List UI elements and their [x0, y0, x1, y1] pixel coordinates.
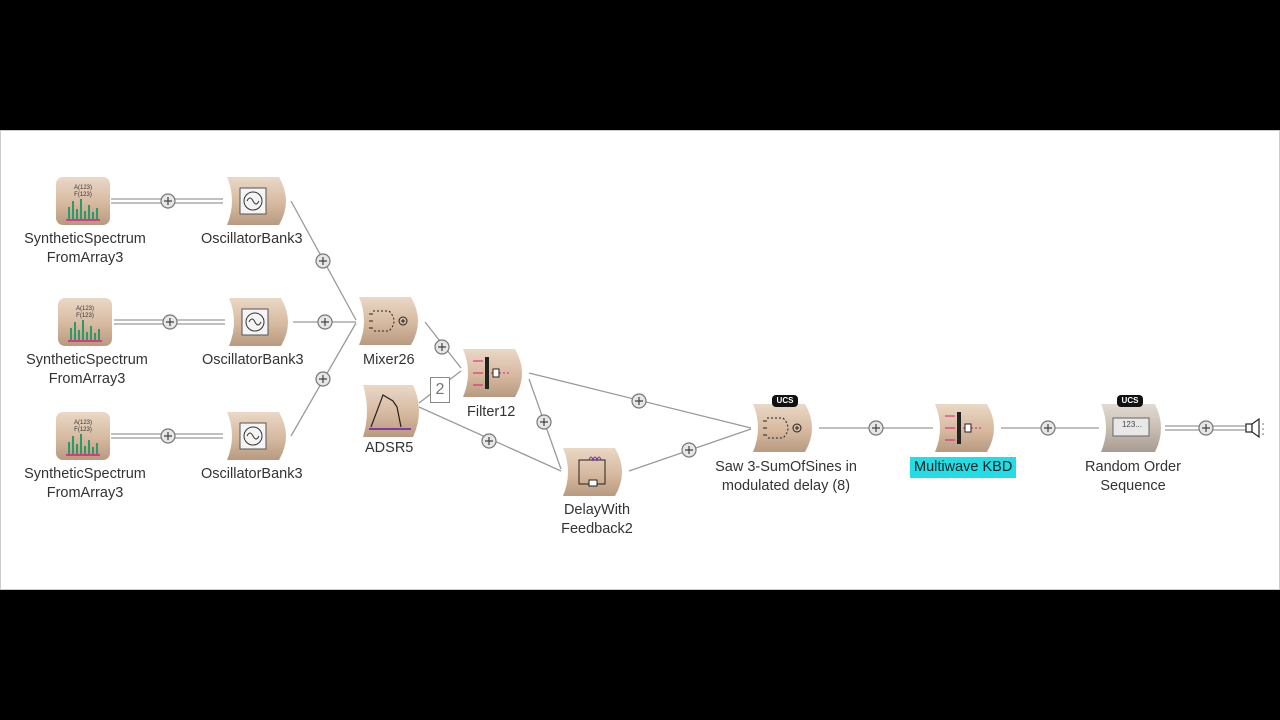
spectrum-2-label: SyntheticSpectrum FromArray3: [11, 351, 163, 389]
saw-label: Saw 3-SumOfSines in modulated delay (8): [701, 458, 871, 496]
saw-module: [753, 404, 812, 452]
oscillator-module-1: [227, 177, 286, 225]
delay-label: DelayWith Feedback2: [547, 501, 647, 539]
sine-wave-icon: [239, 422, 267, 450]
envelope-icon: [369, 394, 411, 430]
delay-label-line2: Feedback2: [561, 521, 633, 537]
spectrum-3-label: SyntheticSpectrum FromArray3: [9, 465, 161, 503]
delay-feedback-icon: [578, 456, 606, 487]
saw-ucs-badge: UCS: [772, 395, 798, 407]
sine-wave-icon: [239, 187, 267, 215]
svg-text:F(123): F(123): [76, 313, 94, 319]
mixer-module: [359, 297, 418, 345]
spectrum-module-3: A(123) F(123): [56, 412, 110, 460]
sine-wave-icon: [241, 308, 269, 336]
svg-text:A(123): A(123): [76, 306, 94, 312]
oscillator-1-label: OscillatorBank3: [201, 231, 303, 247]
filter-icon: [473, 357, 511, 389]
random-display: 123...: [1121, 420, 1142, 429]
multiwave-module: [935, 404, 994, 452]
random-ucs-badge: UCS: [1117, 395, 1143, 407]
random-order-module: [1101, 404, 1161, 452]
sequence-icon: [1112, 417, 1150, 437]
oscillator-3-label: OscillatorBank3: [201, 466, 303, 482]
spectrum-1-label-line2: FromArray3: [46, 250, 124, 266]
multiwave-label[interactable]: Multiwave KBD: [910, 457, 1017, 478]
spectrum-icon: A(123) F(123): [68, 306, 102, 342]
spectrum-icon: A(123) F(123): [66, 420, 100, 456]
junction-points: [160, 193, 1214, 458]
oscillator-module-3: [227, 412, 286, 460]
svg-text:F(123): F(123): [74, 192, 92, 198]
spectrum-2-label-line1: SyntheticSpectrum: [26, 352, 148, 368]
svg-text:A(123): A(123): [74, 420, 92, 426]
adsr-input-count[interactable]: 2: [430, 377, 450, 403]
svg-text:F(123): F(123): [74, 427, 92, 433]
spectrum-1-label: SyntheticSpectrum FromArray3: [9, 230, 161, 268]
spectrum-module-2: A(123) F(123): [58, 298, 112, 346]
saw-label-line1: Saw 3-SumOfSines in: [715, 459, 857, 475]
random-label-line2: Sequence: [1100, 478, 1166, 494]
saw-label-line2: modulated delay (8): [721, 478, 851, 494]
speaker-icon: [1245, 417, 1264, 439]
delay-module: [563, 448, 622, 496]
spectrum-module-1: A(123) F(123): [56, 177, 110, 225]
spectrum-1-label-line1: SyntheticSpectrum: [24, 231, 146, 247]
mixer-icon: [369, 310, 408, 332]
oscillator-2-label: OscillatorBank3: [202, 352, 304, 368]
random-label-line1: Random Order: [1085, 459, 1181, 475]
spectrum-3-label-line1: SyntheticSpectrum: [24, 466, 146, 482]
mixer-icon: [763, 417, 802, 439]
spectrum-2-label-line2: FromArray3: [48, 371, 126, 387]
mixer-label: Mixer26: [363, 352, 415, 368]
patch-canvas[interactable]: A(123) F(123) A(123) F(123) A(123) F(123…: [0, 130, 1280, 590]
oscillator-module-2: [229, 298, 288, 346]
delay-label-line1: DelayWith: [563, 502, 631, 518]
filter-module: [463, 349, 522, 397]
filter-label: Filter12: [467, 404, 516, 420]
adsr-label: ADSR5: [365, 440, 414, 456]
wires-layer: A(123) F(123) A(123) F(123) A(123) F(123…: [56, 177, 1264, 496]
spectrum-icon: A(123) F(123): [66, 185, 100, 221]
spectrum-3-label-line2: FromArray3: [46, 485, 124, 501]
adsr-module: [363, 385, 419, 437]
svg-text:A(123): A(123): [74, 185, 92, 191]
filter-icon: [945, 412, 983, 444]
random-label: Random Order Sequence: [1073, 458, 1193, 496]
